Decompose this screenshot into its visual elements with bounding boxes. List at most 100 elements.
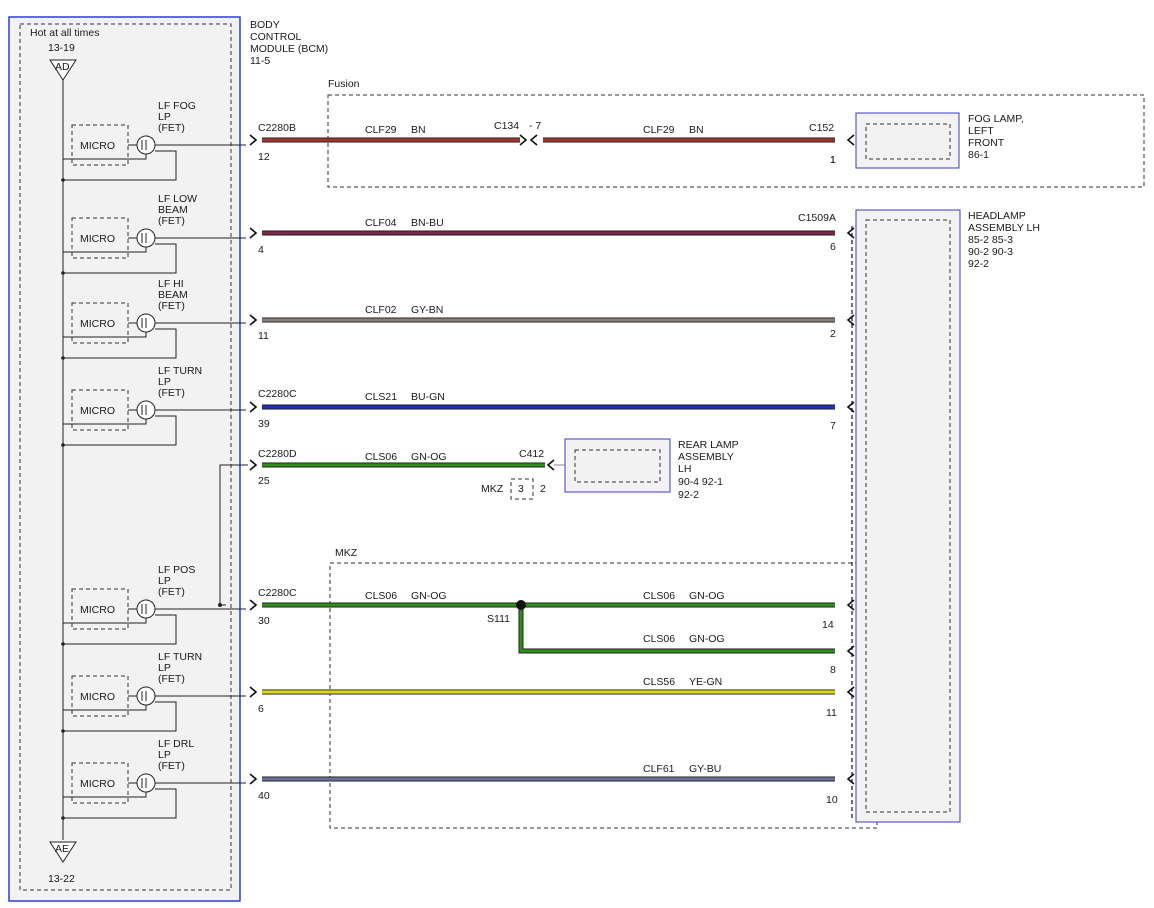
component-pin-arrow-icon (846, 773, 855, 785)
bcm-pin-arrow-icon (249, 599, 258, 611)
driver-label: LP (158, 575, 171, 587)
driver-label: (FET) (158, 760, 185, 772)
micro-box (71, 302, 129, 344)
bcm-module: Hot at all times 13-19 AD AE 13-22 (8, 16, 241, 902)
right-pin: 11 (826, 707, 837, 719)
bus-node (61, 642, 65, 646)
driver-supply-line (63, 243, 177, 274)
left-pin: 6 (258, 703, 264, 715)
headlamp-label-1: HEADLAMP (968, 210, 1026, 222)
fog-lamp-label-3: FRONT (968, 137, 1005, 149)
micro-label: MICRO (80, 405, 115, 417)
mkz-tag: MKZ (481, 483, 504, 495)
headlamp-label-3: 85-2 85-3 (968, 234, 1013, 246)
driver-supply-line (63, 328, 177, 359)
component-pin-arrow-icon (846, 227, 855, 239)
connector-c134-pin: - 7 (529, 120, 541, 132)
bus-node (61, 271, 65, 275)
right-pin: 10 (826, 794, 838, 806)
driver-label: LF DRL (158, 738, 194, 750)
fusion-region (327, 94, 1145, 188)
wire-cls06-branch (519, 605, 835, 653)
rear-lamp-label-5: 92-2 (678, 489, 699, 501)
c134-arrow-icon (529, 134, 538, 146)
wire-clf61-8-circuit: CLF61 (643, 763, 675, 775)
headlamp-label-5: 92-2 (968, 258, 989, 270)
micro-box (71, 762, 129, 804)
wire-cls21-3-circuit: CLS21 (365, 391, 397, 403)
bcm-inner-border (19, 23, 232, 891)
connector-c2280d: C2280D (258, 448, 297, 460)
wire-cls06-branch-outline (518, 605, 835, 654)
wire-cls06-5-color: GN-OG (411, 590, 447, 602)
rear-lamp-label-4: 90-4 92-1 (678, 476, 723, 488)
component-pin-arrow-icon (846, 599, 855, 611)
wire-cls21-3-color: BU-GN (411, 391, 445, 403)
driver-label: LF POS (158, 564, 195, 576)
right-pin: 14 (822, 619, 834, 631)
headlamp-box (855, 209, 961, 823)
wire-clf29-0-circuit: CLF29 (365, 124, 397, 136)
left-pin: 25 (258, 475, 270, 487)
bcm-title-4: 11-5 (250, 55, 270, 67)
driver-supply-line (63, 415, 177, 446)
bottom-tag: AE (55, 843, 69, 855)
splice-s111-node (516, 600, 526, 610)
wire-cls06-5-circuit: CLS06 (365, 590, 397, 602)
bcm-title-1: BODY (250, 19, 280, 31)
bottom-tag-triangle-icon (49, 841, 77, 863)
headlamp-label-4: 90-2 90-3 (968, 246, 1013, 258)
fog-lamp-component: FOG LAMP, LEFT FRONT 86-1 (855, 112, 1024, 169)
top-tag: AD (55, 61, 70, 73)
bcm-pin-arrow-icon (249, 773, 258, 785)
connector-c2280c-bottom: C2280C (258, 587, 297, 599)
top-ref: 13-19 (48, 42, 75, 54)
bus-node (61, 178, 65, 182)
driver-label: LF FOG (158, 100, 196, 112)
top-tag-triangle-icon (49, 59, 77, 81)
micro-box (71, 124, 129, 166)
left-pin: 12 (258, 151, 270, 163)
jumper-node (218, 603, 222, 607)
micro-box (71, 217, 129, 259)
connector-c2280c-top: C2280C (258, 388, 297, 400)
mkz-pin: 2 (540, 483, 546, 495)
bottom-ref: 13-22 (48, 873, 75, 885)
fog-lamp-pin: 1 (830, 154, 836, 166)
bus-node (61, 443, 65, 447)
wire-clf61-8-color: GY-BU (689, 763, 721, 775)
bcm-pin-arrow-icon (249, 401, 258, 413)
driver-label: LP (158, 749, 171, 761)
bcm-title-3: MODULE (BCM) (250, 43, 328, 55)
wire-cls06-4-color: GN-OG (411, 451, 447, 463)
driver-label: LP (158, 376, 171, 388)
wire-cls06-branch-circuit: CLS06 (643, 633, 675, 645)
splice-s111: S111 (487, 613, 510, 625)
wire-cls06-branch-color: GN-OG (689, 633, 725, 645)
fog-lamp-label-4: 86-1 (968, 149, 989, 161)
bcm-pin-arrow-icon (249, 686, 258, 698)
bus-node (61, 356, 65, 360)
driver-supply-line (63, 701, 177, 732)
micro-label: MICRO (80, 604, 115, 616)
bcm-pin-arrow-icon (249, 134, 258, 146)
component-pin-arrow-icon (846, 686, 855, 698)
wire-cls56-7-circuit: CLS56 (643, 676, 675, 688)
mkz-pin-box (510, 478, 534, 500)
wire-clf02-2-color: GY-BN (411, 304, 443, 316)
wire-clf29-0-color: BN (411, 124, 426, 136)
bcm-pin-arrow-icon (249, 314, 258, 326)
headlamp-component: HEADLAMP ASSEMBLY LH 85-2 85-3 90-2 90-3… (851, 209, 1040, 823)
right-pin: 8 (830, 664, 836, 676)
micro-box (71, 675, 129, 717)
driver-supply-line (63, 614, 177, 645)
rear-lamp-label-2: ASSEMBLY (678, 451, 734, 463)
connector-c1509a: C1509A (798, 212, 836, 224)
fog-lamp-label-1: FOG LAMP, (968, 113, 1024, 125)
driver-label: LP (158, 662, 171, 674)
